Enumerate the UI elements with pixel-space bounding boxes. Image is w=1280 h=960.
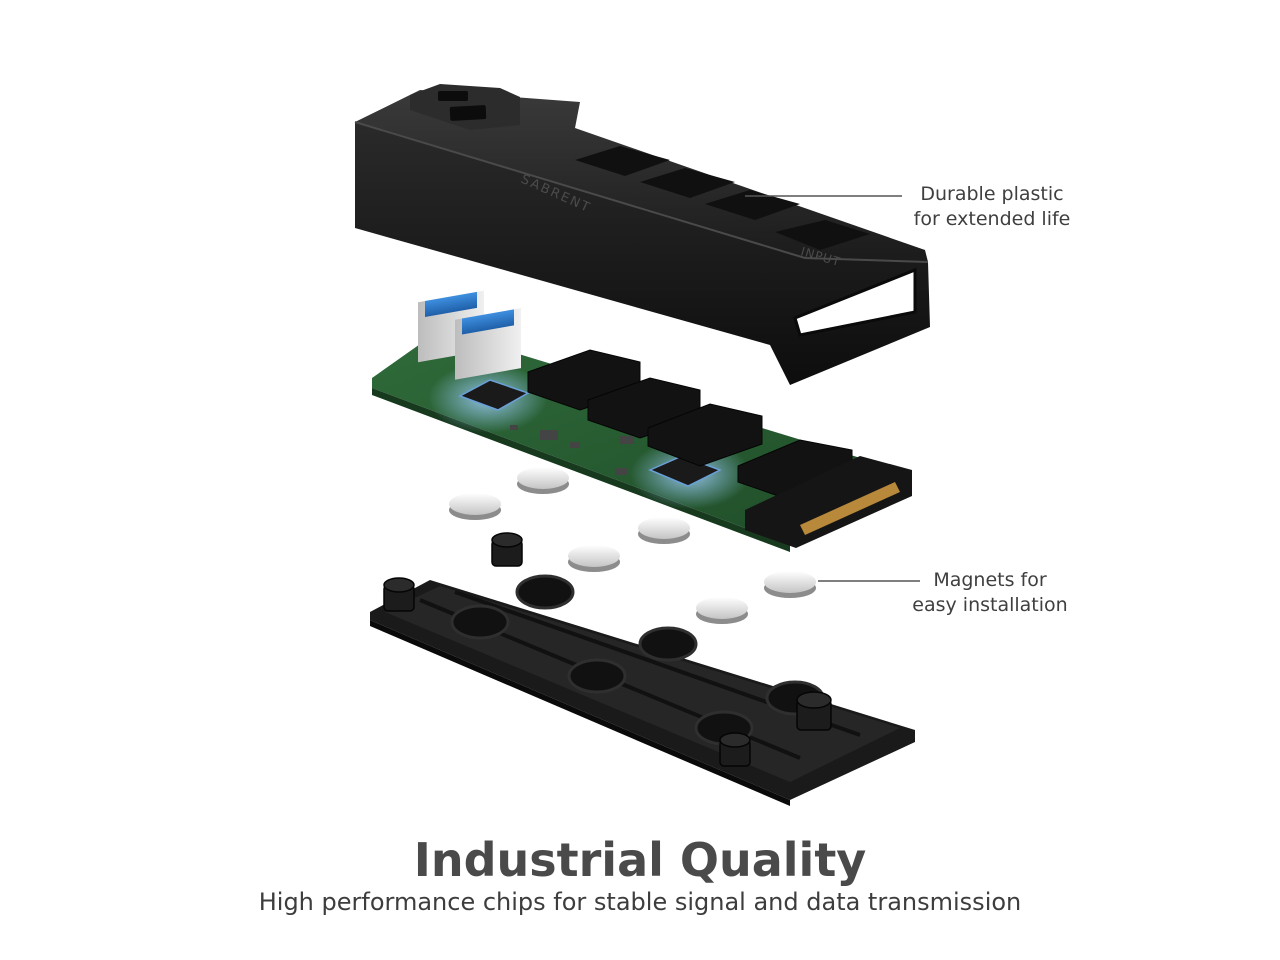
magnets [449,467,816,624]
callout-line: easy installation [912,594,1068,616]
callout-line: Durable plastic [920,183,1064,205]
magnet-disc [696,597,748,624]
magnet-disc [449,493,501,520]
magnet-disc [638,517,690,544]
usb-ports [418,290,521,380]
headline: Industrial Quality [413,833,867,887]
hub-top-housing: SABRENT INPUT [354,84,930,385]
circuit-board [372,290,912,552]
magnet-disc [517,467,569,494]
callout-magnets: Magnets for easy installation [890,568,1090,618]
magnet-disc [764,571,816,598]
subheadline: High performance chips for stable signal… [258,888,1022,916]
controller-chip-right [648,455,722,487]
callout-durable-plastic: Durable plastic for extended life [892,182,1092,232]
controller-chip-left [458,379,530,411]
callout-line: Magnets for [933,569,1047,591]
hub-bottom-plate [370,532,915,806]
callout-line: for extended life [913,208,1071,230]
magnet-disc [568,545,620,572]
